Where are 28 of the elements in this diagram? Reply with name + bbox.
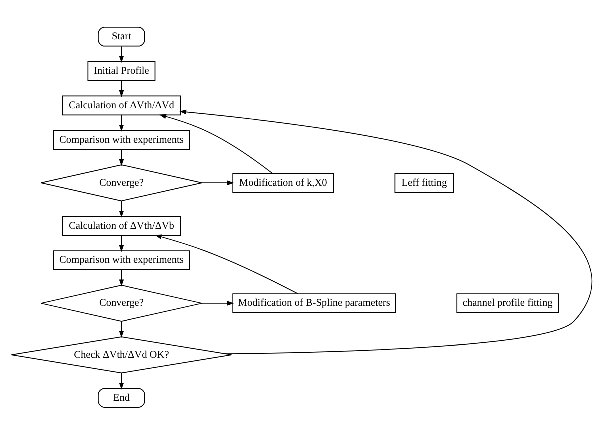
arrow	[160, 114, 274, 174]
node-box: Start	[98, 27, 146, 47]
arrow	[119, 321, 124, 338]
node-box: Comparison with experiments	[53, 130, 190, 150]
arrow	[119, 372, 124, 390]
arrow	[119, 46, 124, 64]
node-box: Leff fitting	[394, 173, 454, 193]
node-box: Calculation of ΔVth/ΔVb	[62, 216, 182, 236]
arrow	[180, 110, 592, 354]
node-box: Modification of k,X0	[232, 173, 334, 193]
node-diamond: Converge?	[40, 164, 203, 202]
node-box: Modification of B-Spline parameters	[232, 294, 396, 314]
node-diamond: Check ΔVth/ΔVd OK?	[11, 336, 232, 374]
arrow	[119, 235, 124, 252]
arrow	[154, 234, 298, 294]
arrow	[202, 301, 234, 306]
node-box: Initial Profile	[88, 61, 156, 82]
arrow	[119, 80, 124, 98]
arrow	[202, 180, 234, 186]
node-diamond: Converge?	[40, 285, 203, 322]
arrow	[119, 270, 124, 287]
arrow	[119, 200, 124, 218]
node-box: Calculation of ΔVth/ΔVd	[62, 96, 182, 116]
node-box: Comparison with experiments	[53, 250, 190, 270]
arrow	[119, 149, 124, 166]
arrow	[119, 115, 124, 132]
node-box: channel profile fitting	[456, 294, 560, 314]
node-box: End	[98, 388, 146, 408]
